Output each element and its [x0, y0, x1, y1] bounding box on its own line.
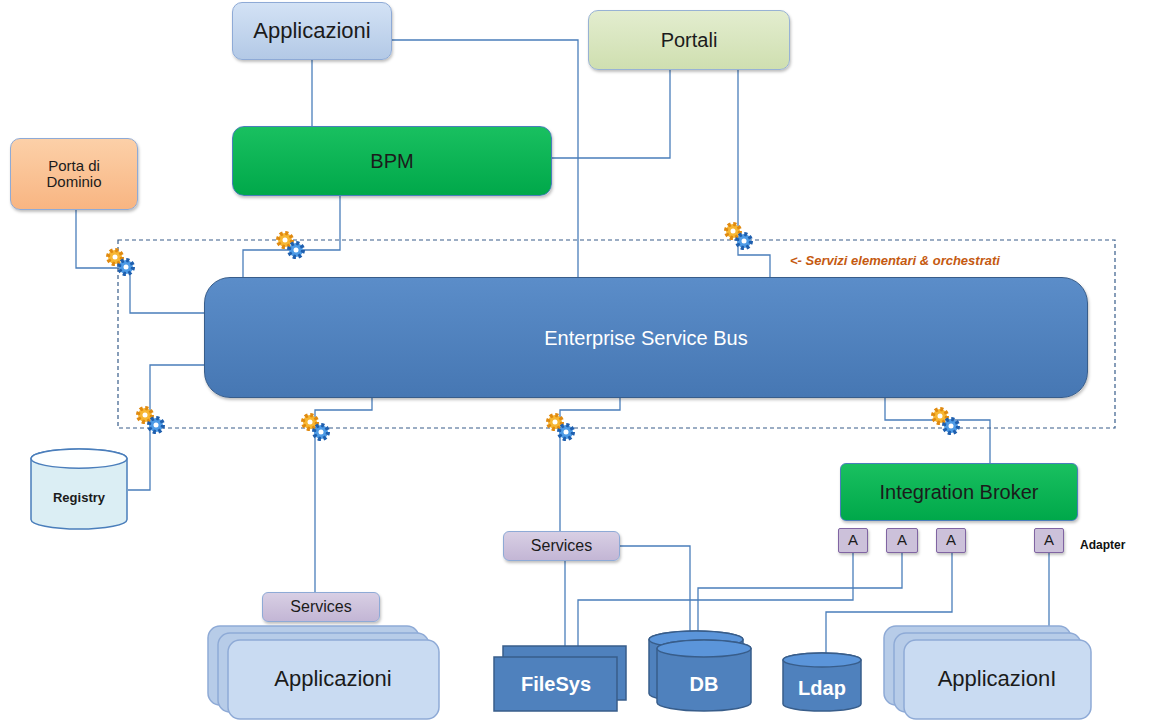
node-shape: [648, 630, 752, 712]
service-gear-icon: [548, 415, 573, 439]
connector-line: [698, 553, 902, 632]
adapter-box: A: [886, 528, 918, 553]
service-gear-icon: [303, 415, 328, 439]
node-text: FileSys: [521, 673, 591, 695]
cylinder-top: [783, 653, 861, 667]
bracket-note: <- Servizi elementari & orchestrati: [790, 253, 1000, 268]
service-gear-icon: [138, 408, 163, 432]
application-stack: Applicazioni: [208, 626, 440, 720]
node-text: ApplicazionI: [938, 667, 1057, 691]
service-gear-icon: [933, 409, 958, 433]
integration-broker: Integration Broker: [840, 463, 1078, 521]
stack-sheet: [904, 640, 1091, 719]
adapter-box: A: [936, 528, 966, 553]
portal-box: Portali: [588, 10, 790, 70]
node-text: Services: [290, 598, 351, 616]
connector-line: [315, 398, 372, 592]
adapter-box: A: [1034, 528, 1064, 553]
services-box: Services: [262, 592, 380, 622]
service-gear-icon: [278, 233, 303, 257]
node-text: A: [1044, 532, 1054, 549]
database-cylinder: DB: [648, 630, 752, 712]
service-bus: Enterprise Service Bus: [204, 277, 1088, 398]
adapter-label: Adapter: [1080, 538, 1125, 552]
node-text: Applicazioni: [253, 19, 370, 43]
node-text: A: [848, 532, 858, 549]
connector-line: [311, 60, 312, 126]
node-text: Ldap: [798, 677, 846, 699]
node-shape: [30, 448, 128, 530]
connector-line: [620, 546, 690, 631]
node-text: Enterprise Service Bus: [544, 327, 747, 349]
node-text: Porta di Dominio: [24, 158, 124, 191]
connector-line: [76, 210, 204, 313]
adapter-box: A: [838, 528, 868, 553]
node-text: Registry: [53, 491, 105, 505]
node-text: A: [897, 532, 907, 549]
node-text: Portali: [661, 29, 718, 51]
node-text: DB: [690, 673, 719, 695]
domain-gateway-box: Porta di Dominio: [10, 138, 138, 210]
box-face: [494, 657, 617, 711]
cylinder-top: [31, 449, 127, 468]
bpm-box: BPM: [232, 126, 552, 196]
node-text: A: [946, 532, 956, 549]
connector-line: [1048, 553, 1049, 627]
node-text: Services: [531, 537, 592, 555]
connector-line: [243, 196, 340, 277]
application-stack: ApplicazionI: [884, 626, 1092, 720]
stack-sheet: [228, 640, 439, 719]
node-text: Applicazioni: [274, 667, 391, 691]
connector-line: [564, 561, 565, 646]
service-boundary: [118, 240, 1115, 428]
filesystem-box: FileSys: [493, 645, 627, 712]
cylinder-top: [657, 640, 751, 657]
service-gear-icon: [108, 250, 133, 274]
connector-line: [560, 398, 620, 531]
cylinder-body: [783, 653, 861, 711]
service-gear-icon: [726, 224, 751, 248]
cylinder-body: [31, 449, 127, 529]
registry-cylinder: Registry: [30, 448, 128, 530]
ldap-cylinder: Ldap: [782, 652, 862, 712]
node-text: Integration Broker: [880, 481, 1039, 503]
connector-line: [552, 70, 670, 158]
cylinder-body: [657, 640, 751, 711]
services-box: Services: [503, 531, 620, 561]
connector-line: [885, 398, 990, 463]
node-text: BPM: [370, 150, 413, 172]
application-box: Applicazioni: [232, 2, 392, 60]
connector-line: [738, 70, 770, 277]
